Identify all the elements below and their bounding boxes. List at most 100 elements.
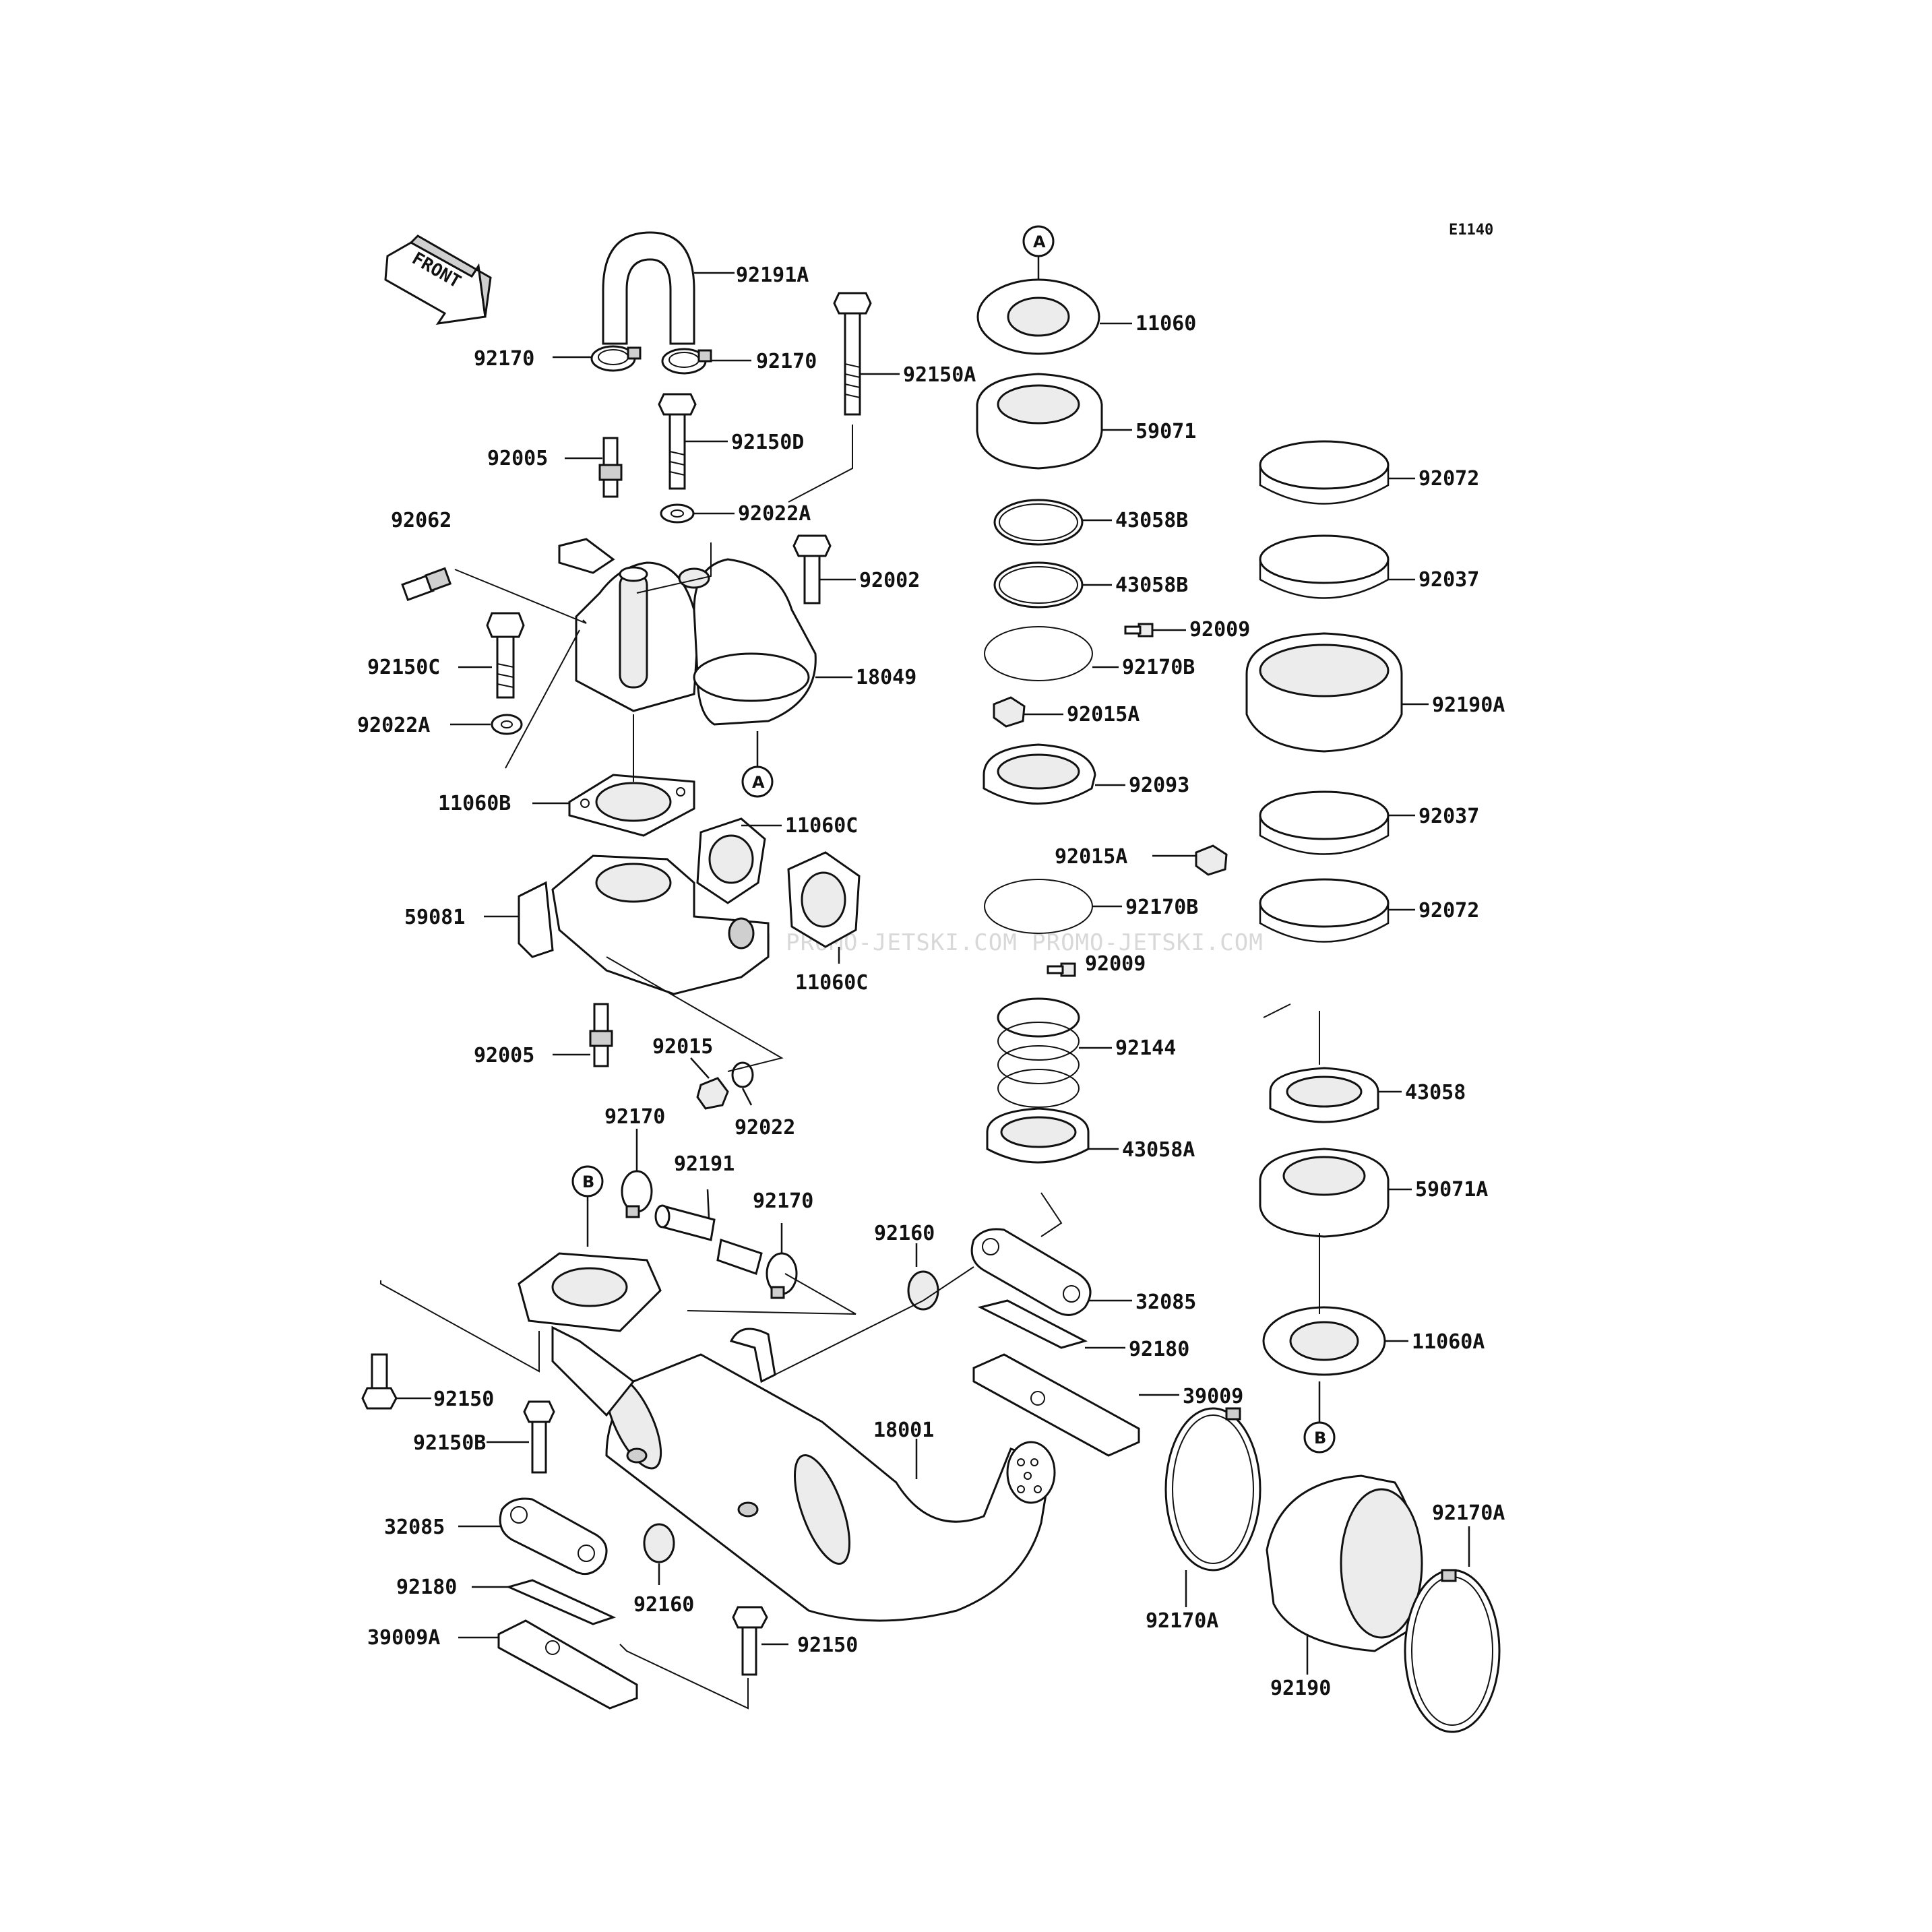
label-92072-b: 92072 [1419, 899, 1479, 923]
cover-11060a [1262, 1306, 1386, 1376]
label-92022a-a: 92022A [738, 502, 811, 526]
bolt-92150-bottom [732, 1606, 768, 1676]
assembly-guide-lines [380, 425, 1320, 1710]
label-92022a-b: 92022A [357, 714, 430, 737]
mount-39009 [972, 1353, 1140, 1457]
exhaust-manifold-59081 [518, 854, 770, 995]
bracket-32085-right [970, 1228, 1092, 1316]
label-92093: 92093 [1129, 774, 1189, 797]
label-92170a-b: 92170A [1432, 1501, 1505, 1525]
clamp-92170a-left [1164, 1407, 1261, 1571]
nut-92015 [696, 1077, 729, 1110]
label-92015: 92015 [652, 1035, 713, 1059]
label-59071a: 59071A [1415, 1178, 1488, 1202]
label-92005-b: 92005 [474, 1044, 534, 1067]
band-92072-lower [1259, 878, 1390, 943]
label-92160-b: 92160 [874, 1222, 935, 1245]
clamp-92037-upper [1259, 534, 1390, 599]
exhaust-manifold-18049 [558, 538, 817, 726]
label-92037-b: 92037 [1419, 805, 1479, 828]
ref-marker-a-top: A [1022, 225, 1055, 280]
screw-92009-lower [1047, 962, 1076, 977]
label-92180-b: 92180 [1129, 1338, 1189, 1361]
rubber-cushion-92160-left [643, 1523, 675, 1563]
o-ring-43058b-upper [993, 499, 1084, 546]
gasket-11060b [568, 774, 695, 837]
svg-text:A: A [752, 773, 765, 792]
label-18049: 18049 [856, 666, 916, 689]
snap-ring-92170b-lower [984, 879, 1093, 934]
housing-59071 [976, 373, 1103, 470]
boot-92190a [1245, 632, 1403, 753]
label-43058b-a: 43058B [1115, 509, 1188, 532]
label-92009-b: 92009 [1085, 952, 1146, 976]
label-92002: 92002 [859, 569, 920, 592]
bushing-43058a [986, 1107, 1090, 1164]
hose-clamp-92170-mid-right [766, 1252, 798, 1299]
bolt-92150-left [361, 1353, 398, 1410]
hose-92191 [654, 1204, 763, 1275]
spring-92144 [997, 997, 1080, 1108]
label-92180-a: 92180 [396, 1576, 457, 1599]
clamp-92170a-right [1404, 1569, 1501, 1733]
label-92022: 92022 [735, 1116, 795, 1140]
label-59081: 59081 [404, 906, 465, 929]
label-92190: 92190 [1270, 1677, 1331, 1700]
washer-92022a-top [660, 503, 695, 524]
label-39009: 39009 [1183, 1385, 1243, 1408]
label-92037-a: 92037 [1419, 568, 1479, 592]
diagram-code: E1140 [1449, 222, 1493, 239]
part-labels: 92191A 92170 92170 92150A 92150D 92005 9… [357, 263, 1505, 1700]
label-92170-b: 92170 [756, 350, 817, 373]
bolt-92002 [792, 534, 832, 604]
ref-marker-b-left: B [571, 1165, 604, 1247]
label-92150-a: 92150 [433, 1388, 494, 1411]
label-92009-a: 92009 [1189, 618, 1250, 642]
label-92170-a: 92170 [474, 347, 534, 371]
label-11060c-b: 11060C [795, 971, 868, 995]
nut-92015a-lower [1195, 844, 1228, 876]
label-43058a: 43058A [1122, 1138, 1195, 1162]
gasket-11060c-upper [696, 817, 766, 904]
plate-92180-right [977, 1299, 1088, 1349]
housing-59071a [1259, 1148, 1390, 1238]
rubber-cushion-92160-right [907, 1270, 939, 1311]
fitting-92062 [401, 567, 452, 602]
label-32085-b: 32085 [1135, 1290, 1196, 1314]
nut-92015a-upper [993, 696, 1026, 728]
label-92170-d: 92170 [753, 1189, 813, 1213]
label-92170a-a: 92170A [1146, 1609, 1218, 1633]
label-43058: 43058 [1405, 1081, 1466, 1104]
label-92170b-b: 92170B [1125, 896, 1198, 919]
label-39009a: 39009A [367, 1626, 440, 1650]
label-92170-c: 92170 [604, 1105, 665, 1129]
label-92144: 92144 [1115, 1036, 1176, 1060]
ref-marker-a-mid: A [741, 731, 774, 798]
hose-clamp-92170-top-left [590, 345, 642, 372]
label-43058b-b: 43058B [1115, 573, 1188, 597]
screw-92009-upper [1124, 623, 1154, 637]
bolt-92150c [486, 612, 525, 699]
cover-11060 [976, 278, 1100, 355]
label-92190a: 92190A [1432, 693, 1505, 717]
bolt-92150b [523, 1400, 555, 1474]
label-11060a: 11060A [1412, 1330, 1485, 1354]
label-92170b-a: 92170B [1122, 656, 1195, 679]
muffler-18001 [551, 1326, 1056, 1622]
hose-clamp-92170-mid-left [621, 1170, 653, 1218]
mount-39009a [497, 1619, 638, 1710]
label-59071: 59071 [1135, 420, 1196, 443]
bracket-32085-left [499, 1497, 608, 1576]
nipple-92005-lower [589, 1003, 613, 1067]
snap-ring-92170b-upper [984, 626, 1093, 681]
band-92072-upper [1259, 440, 1390, 505]
label-11060b: 11060B [438, 792, 511, 815]
exhaust-pipe-flange [518, 1252, 662, 1332]
svg-text:B: B [1314, 1429, 1326, 1447]
svg-text:A: A [1033, 232, 1046, 251]
bolt-92150a [833, 292, 872, 416]
front-arrow-icon: FRONT [384, 235, 492, 325]
label-92191: 92191 [674, 1152, 735, 1176]
label-92062: 92062 [391, 509, 451, 532]
